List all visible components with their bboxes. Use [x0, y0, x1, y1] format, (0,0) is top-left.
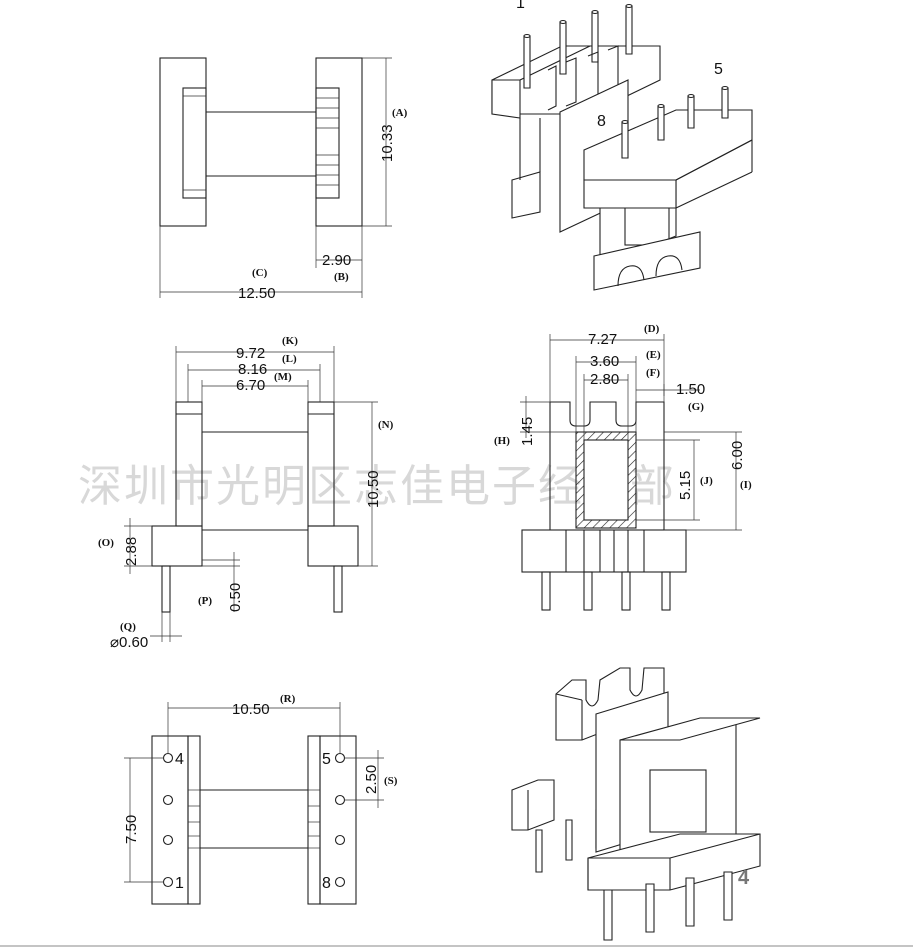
dim-H-tag: (H)	[494, 435, 510, 447]
iso-corner-label: 4	[738, 867, 750, 889]
dim-J-value: 5.15	[677, 471, 694, 500]
dim-E-value: 3.60	[590, 353, 619, 370]
watermark-text: 深圳市光明区志佳电子经营部	[78, 461, 676, 512]
iso-pin5-label: 5	[714, 61, 723, 78]
dim-P-value: 0.50	[227, 583, 244, 612]
dim-O-value: 2.88	[123, 537, 140, 566]
dim-M-value: 6.70	[236, 377, 265, 394]
dim-S-value: 2.50	[363, 765, 380, 794]
dim-Q-value: ⌀0.60	[110, 634, 148, 651]
dim-G-value: 1.50	[676, 381, 705, 398]
dim-P-tag: (P)	[198, 595, 212, 607]
bottom-pin1-label: 1	[175, 875, 184, 892]
dim-J-tag: (J)	[700, 475, 713, 487]
dim-G-tag: (G)	[688, 401, 704, 413]
front-view: 9.72 (K) 8.16 (L) 6.70 (M) 10.50 (N) 2.8…	[98, 335, 394, 651]
bottom-pin4-label: 4	[175, 751, 184, 768]
dim-K-value: 9.72	[236, 345, 265, 362]
dim-E-tag: (E)	[646, 349, 661, 361]
dim-A-value: 10.33	[379, 124, 396, 162]
iso-view-bottom: 4	[511, 667, 761, 941]
dim-H-value: 1.45	[519, 417, 536, 446]
dim-R-tag: (R)	[280, 693, 296, 705]
iso-pin8-label: 8	[597, 113, 606, 130]
bottom-view: 4 5 1 8 10.50 (R) 2.50 (S) 7.50	[123, 693, 398, 905]
dim-K-tag: (K)	[282, 335, 298, 347]
dim-D-tag: (D)	[644, 323, 660, 335]
dim-F-value: 2.80	[590, 371, 619, 388]
dim-I-tag: (I)	[740, 479, 752, 491]
dim-I-value: 6.00	[729, 441, 746, 470]
dim-M-tag: (M)	[274, 371, 292, 383]
iso-pin1-label: 1	[516, 0, 525, 12]
dim-B-tag: (B)	[334, 271, 349, 283]
dim-L-value: 8.16	[238, 361, 267, 378]
bottom-pin8-label: 8	[322, 875, 331, 892]
dim-pitch-value: 7.50	[123, 815, 140, 844]
iso-view-top: 1 5 8	[491, 0, 753, 291]
top-view: 10.33 (A) 2.90 (B) (C) 12.50	[159, 57, 408, 302]
dim-O-tag: (O)	[98, 537, 114, 549]
dim-F-tag: (F)	[646, 367, 660, 379]
dim-R-value: 10.50	[232, 701, 270, 718]
dim-L-tag: (L)	[282, 353, 297, 365]
dim-N-tag: (N)	[378, 419, 394, 431]
dim-B-value: 2.90	[322, 252, 351, 269]
dim-C-value: 12.50	[238, 285, 276, 302]
dim-C-tag: (C)	[252, 267, 268, 279]
dim-A-tag: (A)	[392, 107, 408, 119]
dim-N-value: 10.50	[365, 470, 382, 508]
dim-Q-tag: (Q)	[120, 621, 136, 633]
side-view: 7.27 (D) 3.60 (E) 2.80 (F) 1.50 (G) 1.45…	[494, 323, 752, 611]
dim-D-value: 7.27	[588, 331, 617, 348]
dim-S-tag: (S)	[384, 775, 398, 787]
bottom-pin5-label: 5	[322, 751, 331, 768]
